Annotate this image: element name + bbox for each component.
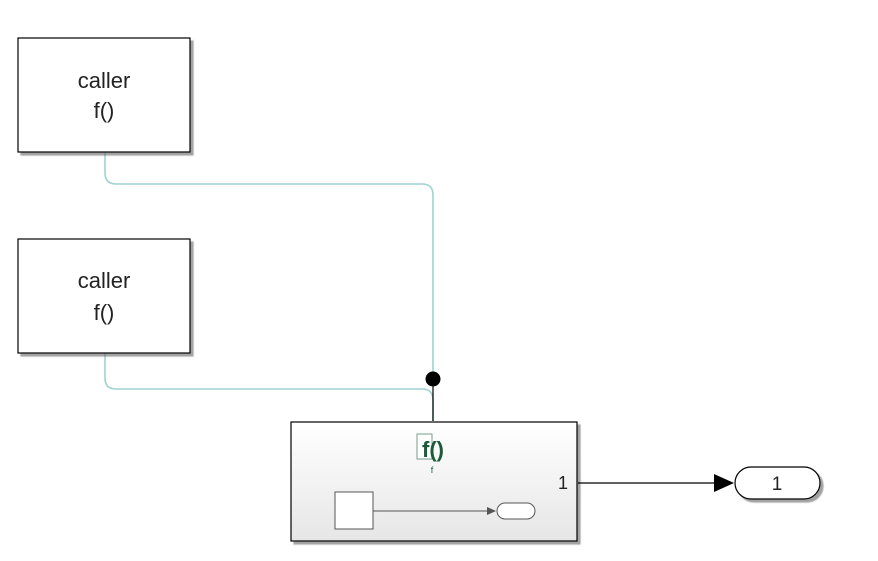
junction-dot — [425, 371, 441, 387]
outport-label: 1 — [772, 474, 783, 495]
function-name-label: f — [431, 465, 434, 475]
caller-block-2-function: f() — [94, 300, 115, 325]
caller-block-1-function: f() — [94, 98, 115, 123]
output-port-number: 1 — [558, 473, 568, 493]
caller-block-1-label: caller — [78, 68, 131, 93]
caller-block-2-label: caller — [78, 268, 131, 293]
subsystem-preview-icon — [334, 491, 536, 530]
caller-block-2[interactable]: caller f() — [17, 238, 191, 354]
function-call-line-1[interactable] — [104, 152, 434, 379]
caller-block-1[interactable]: caller f() — [17, 37, 191, 153]
simulink-function-subsystem[interactable]: f() f 1 — [290, 421, 578, 542]
output-arrowhead — [714, 474, 734, 492]
outport-block[interactable]: 1 — [734, 466, 821, 500]
function-call-line-2[interactable] — [104, 353, 434, 421]
function-label-box — [416, 433, 433, 460]
function-call-label: f() — [422, 437, 444, 462]
